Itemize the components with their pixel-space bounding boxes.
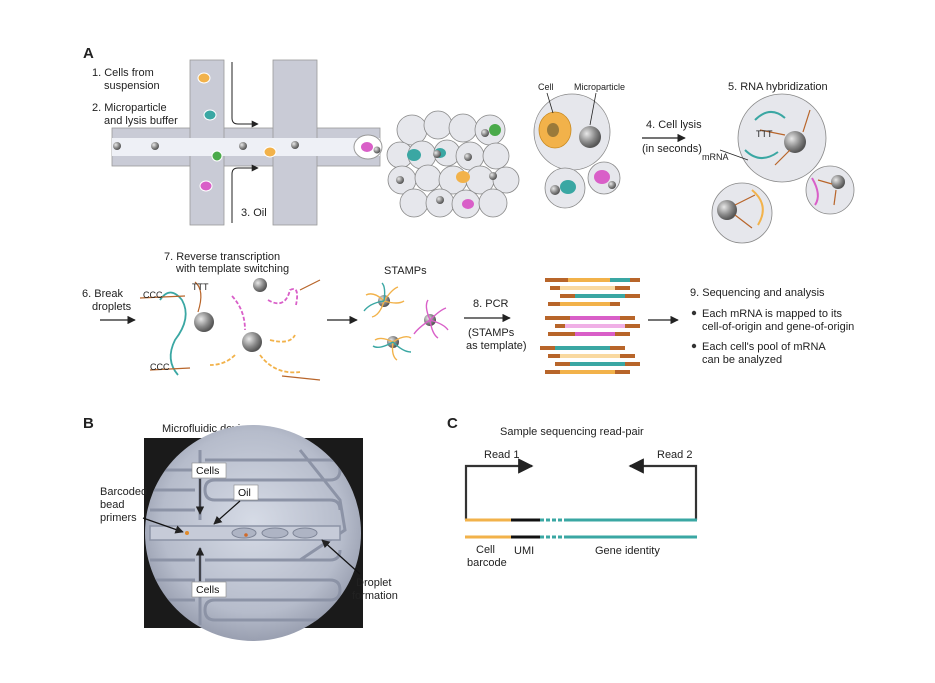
bullet1-line2: cell-of-origin and gene-of-origin <box>702 321 854 333</box>
panel-b-letter: B <box>83 415 94 432</box>
hybridization-droplets <box>711 93 855 244</box>
step8-label-line2: (STAMPs <box>468 327 515 339</box>
step8-label-line3: as template) <box>466 340 527 352</box>
channel-cell <box>263 146 277 158</box>
bullet1-line1: Each mRNA is mapped to its <box>702 308 843 320</box>
bead-dot <box>244 533 248 537</box>
droplets-in-channel <box>231 527 318 539</box>
ccc-tag: CCC <box>143 290 163 300</box>
bead-dot <box>185 531 189 535</box>
channel-bead <box>291 141 299 149</box>
bullet2-line2: can be analyzed <box>702 354 782 366</box>
channel-cell <box>197 72 211 84</box>
mrna-label: mRNA <box>702 152 729 162</box>
step2-label-line1: 2. Microparticle <box>92 102 167 114</box>
step7-label-line2: with template switching <box>175 263 289 275</box>
step4-label-line2: (in seconds) <box>642 143 702 155</box>
cells-bottom-label: Cells <box>196 584 219 596</box>
read2-label: Read 2 <box>657 449 692 461</box>
channel-bead <box>373 146 381 154</box>
step7-label-line1: 7. Reverse transcription <box>164 251 280 263</box>
barcoded-label-line1: Barcoded <box>100 486 147 498</box>
step5-label: 5. RNA hybridization <box>728 81 828 93</box>
stamps-cluster <box>363 282 449 361</box>
droplet-label-line2: formation <box>352 590 398 602</box>
step8-label-line1: 8. PCR <box>473 298 509 310</box>
read1-arrow <box>464 458 534 520</box>
oil-label: Oil <box>238 487 251 499</box>
channel-cell <box>199 180 213 192</box>
barcoded-label-line2: bead <box>100 499 124 511</box>
microparticle-label: Microparticle <box>574 82 625 92</box>
ccc-tag: CCC <box>150 362 170 372</box>
channel-bead <box>151 142 159 150</box>
ttt-tag: TTT <box>192 282 209 292</box>
read-pair-strands <box>465 518 697 539</box>
read1-label: Read 1 <box>484 449 519 461</box>
panel-c-title: Sample sequencing read-pair <box>500 426 644 438</box>
cell-barcode-label-line2: barcode <box>467 557 507 569</box>
channel-cell <box>203 109 217 121</box>
step3-label: 3. Oil <box>241 207 267 219</box>
droplet-with-cell <box>533 92 611 171</box>
step6-label-line2: droplets <box>92 301 132 313</box>
reverse-transcription-beads <box>139 278 321 381</box>
oil-arrow <box>213 500 241 525</box>
barcoded-label-line3: primers <box>100 512 137 524</box>
bullet-dot <box>691 310 697 316</box>
bullet-dot <box>691 343 697 349</box>
step1-label-line1: 1. Cells from <box>92 67 154 79</box>
stamps-label: STAMPs <box>384 265 427 277</box>
read2-arrow <box>628 458 698 520</box>
barcoded-arrow <box>142 517 184 534</box>
pcr-products <box>540 278 640 374</box>
panel-a-letter: A <box>83 45 94 62</box>
channel-cell <box>211 150 223 162</box>
cells-top-box <box>191 462 227 479</box>
droplet-arrow <box>321 539 361 575</box>
step1-label-line2: suspension <box>104 80 160 92</box>
channel-bead <box>113 142 121 150</box>
gene-identity-label: Gene identity <box>595 545 660 557</box>
step2-label-line2: and lysis buffer <box>104 115 178 127</box>
oil-box <box>233 484 259 501</box>
bullet2-line1: Each cell's pool of mRNA <box>702 341 826 353</box>
step6-label-line1: 6. Break <box>82 288 123 300</box>
channel-bead <box>239 142 247 150</box>
umi-label: UMI <box>514 545 534 557</box>
ttt-tag: TTT <box>756 129 773 139</box>
step9-label: 9. Sequencing and analysis <box>690 287 825 299</box>
cells-top-label: Cells <box>196 465 219 477</box>
cell-label: Cell <box>538 82 554 92</box>
cell-barcode-label-line1: Cell <box>476 544 495 556</box>
droplet-label-line1: Droplet <box>356 577 391 589</box>
step4-label-line1: 4. Cell lysis <box>646 119 702 131</box>
cells-bottom-box <box>191 581 227 598</box>
panel-c-letter: C <box>447 415 458 432</box>
